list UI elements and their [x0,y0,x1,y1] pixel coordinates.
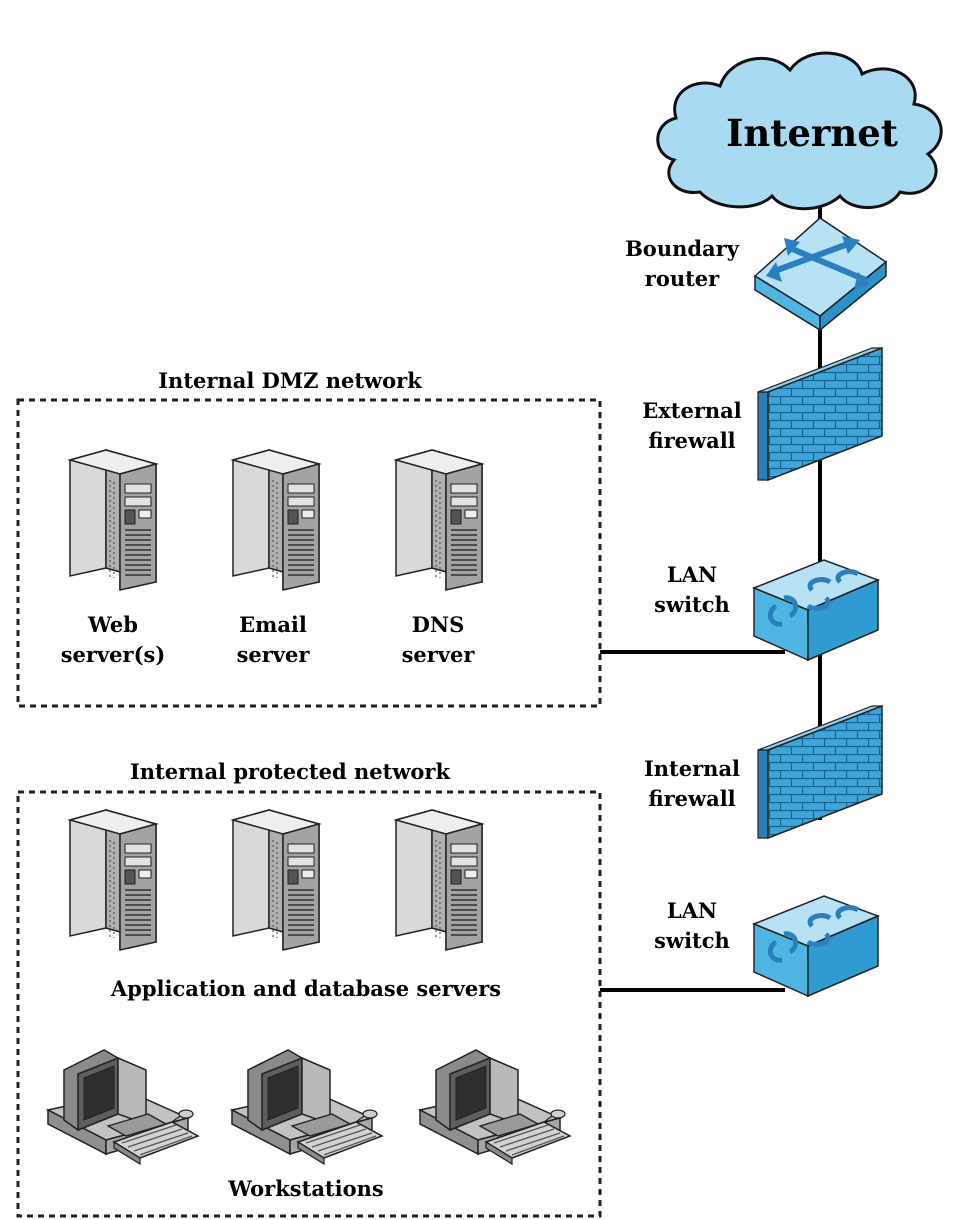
boundary-router-label-line1: Boundary [625,236,740,261]
dmz-network: Internal DMZ network Web server(s) Email… [16,368,602,708]
protected-network: Internal protected network Application a… [16,759,602,1218]
external-firewall: External firewall [642,347,883,481]
web-server: Web server(s) [61,449,166,667]
lan-switch-2-label-line2: switch [654,928,730,953]
router-icon [753,217,888,332]
boundary-router: Boundary router [625,217,888,332]
internal-firewall-label-line2: firewall [648,786,735,811]
email-server-label-line1: Email [239,612,307,637]
dmz-boundary [16,398,602,708]
workstation-icon [47,1049,199,1165]
external-firewall-label-line2: firewall [648,428,735,453]
server-icon [232,449,320,591]
internal-firewall-label-line1: Internal [644,756,740,781]
external-firewall-label-line1: External [642,398,742,423]
boundary-router-label-line2: router [645,266,720,291]
switch-icon [754,896,878,996]
workstation-icon [231,1049,383,1165]
firewall-icon [757,347,883,481]
web-server-label-line1: Web [87,612,138,637]
protected-title: Internal protected network [130,759,451,784]
workstation-icon [419,1049,571,1165]
server-icon [69,809,157,951]
email-server: Email server [232,449,320,667]
lan-switch-1-label-line2: switch [654,592,730,617]
web-server-label-line2: server(s) [61,642,166,667]
dns-server: DNS server [395,449,483,667]
server-icon [69,449,157,591]
lan-switch-1: LAN switch [654,560,878,660]
dns-server-label-line1: DNS [412,612,465,637]
cloud-shape-icon [656,51,943,211]
lan-switch-2: LAN switch [654,896,878,996]
server-icon [395,809,483,951]
servers-caption: Application and database servers [110,976,501,1001]
server-icon [232,809,320,951]
internal-firewall: Internal firewall [644,705,883,839]
switch-icon [754,560,878,660]
internet-label: Internet [726,111,898,155]
firewall-icon [757,705,883,839]
lan-switch-2-label-line1: LAN [667,898,717,923]
email-server-label-line2: server [237,642,311,667]
dmz-title: Internal DMZ network [158,368,422,393]
server-icon [395,449,483,591]
workstations-caption: Workstations [227,1176,383,1201]
dns-server-label-line2: server [402,642,476,667]
protected-boundary [16,790,602,1218]
internet-cloud: Internet [656,51,943,211]
lan-switch-1-label-line1: LAN [667,562,717,587]
